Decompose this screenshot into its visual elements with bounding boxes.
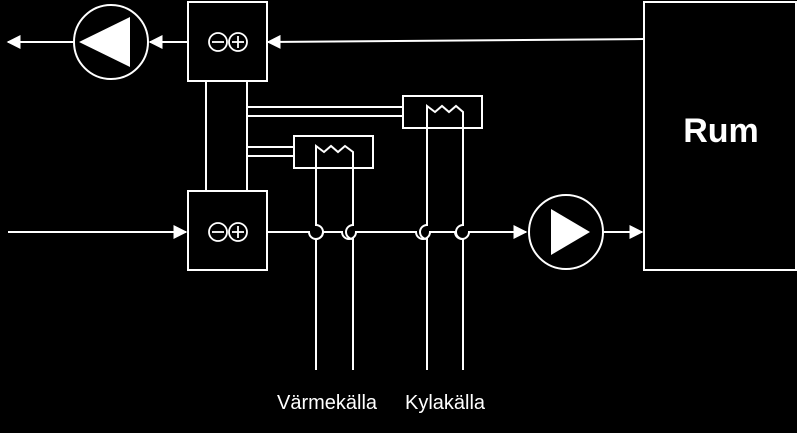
exhaust-heat-recovery-unit xyxy=(187,1,268,82)
supply-fan xyxy=(528,194,604,270)
cool-source-pipe-2 xyxy=(455,115,464,370)
exhaust-fan-triangle-icon xyxy=(79,17,130,67)
room-box xyxy=(643,1,797,271)
cool-source-pipe-1 xyxy=(419,115,428,370)
cool-source-label: Kylakälla xyxy=(405,392,486,414)
room-label: Rum xyxy=(683,112,759,150)
cooling-coil-zigzag-icon xyxy=(426,104,464,115)
bottom-unit-minus-plus-icon xyxy=(208,222,248,242)
heat-source-label: Värmekälla xyxy=(277,392,378,414)
supply-heat-recovery-unit xyxy=(187,190,268,271)
heat-source-pipe-2 xyxy=(345,155,354,370)
supply-air-line xyxy=(267,225,528,240)
top-unit-minus-plus-icon xyxy=(208,32,248,52)
supply-fan-triangle-icon xyxy=(551,209,590,255)
heat-source-pipe-1 xyxy=(315,155,324,370)
cooling-coil xyxy=(402,95,483,129)
heating-coil xyxy=(293,135,374,169)
exhaust-fan xyxy=(73,4,149,80)
heating-coil-zigzag-icon xyxy=(315,144,354,155)
room-to-top-unit-line xyxy=(266,34,645,49)
